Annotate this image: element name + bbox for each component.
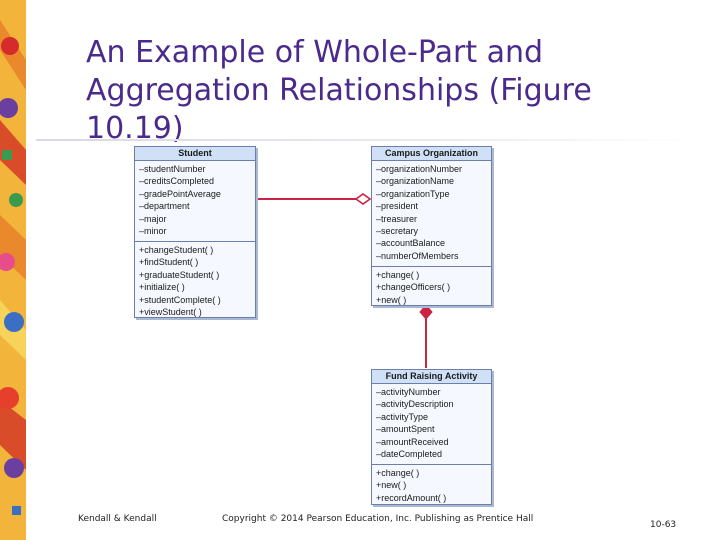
attribute-row: –organizationName [376,175,487,187]
attribute-row: –activityNumber [376,386,487,398]
class-name-student: Student [135,147,255,161]
operation-row: +change( ) [376,467,487,479]
operation-row: +findStudent( ) [139,256,251,268]
operation-row: +viewStudent( ) [139,306,251,318]
attribute-row: –secretary [376,225,487,237]
attribute-row: –treasurer [376,213,487,225]
uml-class-fund-raising-activity: Fund Raising Activity –activityNumber –a… [371,369,492,505]
attribute-row: –accountBalance [376,237,487,249]
attribute-row: –amountSpent [376,423,487,435]
footer-page-number: 10-63 [650,520,676,530]
operation-row: +initialize( ) [139,281,251,293]
attribute-row: –major [139,213,251,225]
attributes-section: –activityNumber –activityDescription –ac… [372,384,491,465]
attributes-section: –studentNumber –creditsCompleted –gradeP… [135,161,255,242]
attribute-row: –creditsCompleted [139,175,251,187]
operation-row: +recordAmount( ) [376,492,487,504]
operation-row: +studentComplete( ) [139,294,251,306]
attribute-row: –dateCompleted [376,448,487,460]
footer-center: Copyright © 2014 Pearson Education, Inc.… [222,514,533,524]
attribute-row: –president [376,200,487,212]
operations-section: +changeStudent( ) +findStudent( ) +gradu… [135,242,255,320]
operation-row: +changeStudent( ) [139,244,251,256]
attribute-row: –activityDescription [376,398,487,410]
operation-row: +change( ) [376,269,487,281]
attribute-row: –department [139,200,251,212]
attribute-row: –amountReceived [376,436,487,448]
attribute-row: –organizationNumber [376,163,487,175]
operation-row: +new( ) [376,294,487,306]
attribute-row: –minor [139,225,251,237]
hollow-diamond-icon [356,194,370,204]
class-name-campus-organization: Campus Organization [372,147,491,161]
operation-row: +graduateStudent( ) [139,269,251,281]
attribute-row: –numberOfMembers [376,250,487,262]
uml-class-student: Student –studentNumber –creditsCompleted… [134,146,256,318]
attribute-row: –organizationType [376,188,487,200]
operation-row: +new( ) [376,479,487,491]
attributes-section: –organizationNumber –organizationName –o… [372,161,491,267]
uml-class-campus-organization: Campus Organization –organizationNumber … [371,146,492,306]
class-name-fund-raising-activity: Fund Raising Activity [372,370,491,384]
attribute-row: –gradePointAverage [139,188,251,200]
operations-section: +change( ) +changeOfficers( ) +new( ) [372,267,491,308]
attribute-row: –studentNumber [139,163,251,175]
footer-left: Kendall & Kendall [78,514,157,524]
attribute-row: –activityType [376,411,487,423]
operation-row: +changeOfficers( ) [376,281,487,293]
operations-section: +change( ) +new( ) +recordAmount( ) [372,465,491,506]
